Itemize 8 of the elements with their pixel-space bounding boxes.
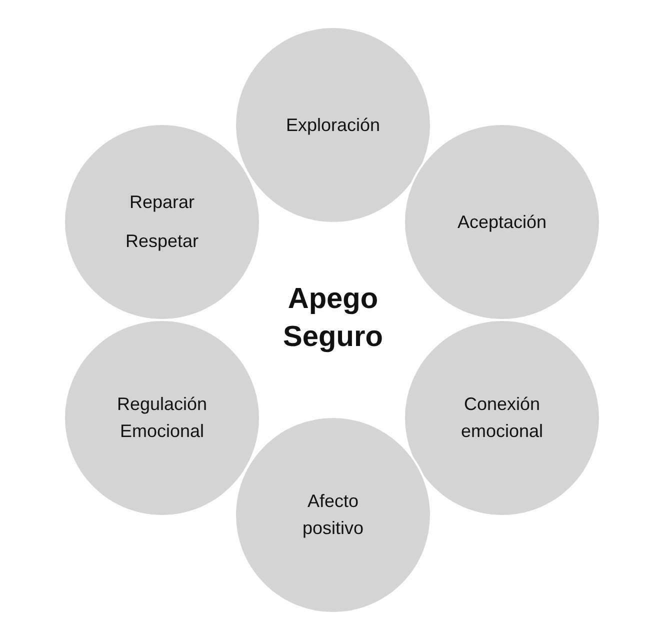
node-text: Exploración [286,114,380,137]
node-text: Afecto positivo [301,490,365,540]
node-text: Conexión emocional [460,393,544,443]
node-text: Respetar [125,230,199,253]
center-label: Apego Seguro [282,282,384,355]
node-text: Aceptación [457,210,547,234]
node-text: Reparar [129,191,195,214]
node-text: Regulación Emocional [116,393,208,443]
